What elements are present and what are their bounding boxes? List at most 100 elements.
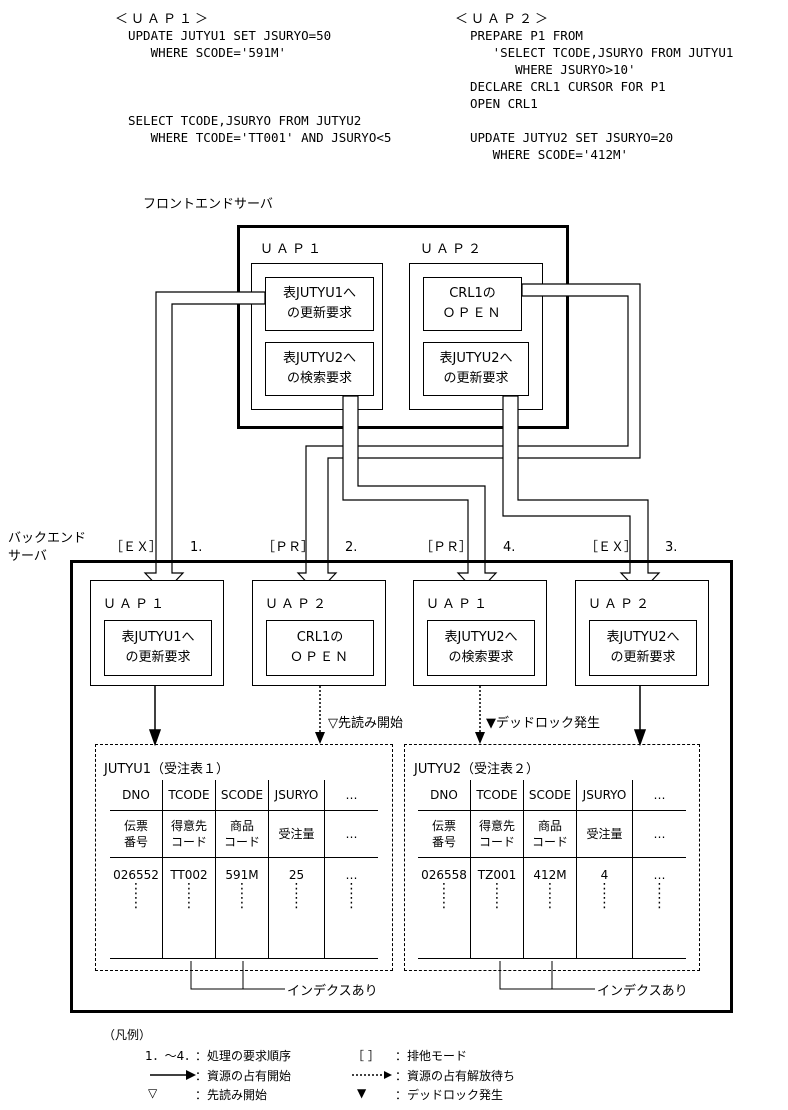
legend-filled-triangle-desc: ：デッドロック発生 [395,1088,504,1102]
jutyu1-jp-col-3: 受注量 [268,810,325,858]
jutyu2-jp-col-3-a: 受注量 [586,827,623,841]
uap1-sql-code: UPDATE JUTYU1 SET JSURYO=50 WHERE SCODE=… [128,27,391,146]
arrow-solid-left [148,729,162,747]
jutyu2-jp-col-2-b: コード [531,835,568,849]
backend-server-label-2: サーバ [8,549,47,564]
jutyu2-jp-col-1-a: 得意先 [478,819,515,833]
jutyu1-cell-tcode: TT002⋮⋮ [162,857,216,959]
deadlock-note: ▼デッドロック発生 [486,716,600,731]
legend-open-triangle-desc: ：先読み開始 [195,1088,268,1102]
frontend-uap2-label: ＵＡＰ２ [420,242,485,257]
prefetch-note: ▽先読み開始 [328,716,403,731]
slot2-order: 2. [345,540,358,555]
jutyu1-jp-col-2-b: コード [223,835,260,849]
backend-slot-4-req: 表JUTYU2へ の更新要求 [589,620,697,676]
uap1-sql-title: ＜ＵＡＰ１＞ [115,12,212,27]
legend-dotted-desc: ：資源の占有解放待ち [395,1069,516,1083]
slot4-order: 3. [665,540,678,555]
legend-open-triangle-icon: ▽ [148,1086,158,1100]
jutyu2-container [404,744,700,971]
backend-slot-3-req-line2: の検索要求 [448,650,514,665]
legend-title: （凡例） [103,1028,152,1042]
jutyu2-cell-jsuryo-value: 4 [600,868,609,882]
jutyu1-cell-jsuryo: 25⋮⋮ [268,857,325,959]
backend-slot-4-req-line1: 表JUTYU2へ [606,630,680,645]
backend-slot-3-req: 表JUTYU2へ の検索要求 [427,620,535,676]
frontend-req-update-jutyu1-line1: 表JUTYU1へ [282,286,357,301]
legend-bracket-key: ［ ］ [352,1049,380,1063]
jutyu2-jp-col-0-b: 番号 [431,835,456,849]
frontend-req-update-jutyu1-line2: の更新要求 [286,306,352,321]
backend-slot-2-req: CRL1の ＯＰＥＮ [266,620,374,676]
backend-slot-1-uap: ＵＡＰ１ [103,597,168,612]
backend-slot-4-req-line2: の更新要求 [610,650,676,665]
frontend-req-search-jutyu2: 表JUTYU2へ の検索要求 [265,342,374,396]
uap2-sql-line: WHERE SCODE='412M' [470,147,629,162]
frontend-uap1-label: ＵＡＰ１ [260,242,325,257]
backend-slot-2-req-line2: ＯＰＥＮ [289,650,350,665]
backend-slot-2-req-line1: CRL1の [296,630,344,645]
jutyu1-cell-more: …⋮⋮ [324,857,378,959]
jutyu1-col-scode: SCODE [215,780,269,811]
jutyu2-cell-tcode-value: TZ001 [477,868,517,882]
jutyu1-container [95,744,393,971]
slot1-order: 1. [190,540,203,555]
jutyu2-jp-col-1: 得意先コード [470,810,524,858]
jutyu2-jp-col-2: 商品コード [523,810,577,858]
jutyu1-cell-dno-value: 026552 [113,868,159,882]
legend-order-desc: ：処理の要求順序 [195,1049,292,1063]
backend-slot-4-uap: ＵＡＰ２ [588,597,653,612]
legend-bracket-desc: ：排他モード [395,1049,468,1063]
uap2-sql-line: DECLARE CRL1 CURSOR FOR P1 [470,79,666,94]
frontend-server-label: フロントエンドサーバ [143,197,273,212]
jutyu1-cell-scode: 591M⋮⋮ [215,857,269,959]
jutyu1-jp-col-4: … [324,810,378,858]
jutyu1-jp-col-0-a: 伝票 [123,819,148,833]
jutyu2-col-scode: SCODE [523,780,577,811]
legend-order-key: 1．～4． [145,1049,197,1063]
legend-filled-triangle-icon: ▼ [357,1086,367,1100]
backend-slot-2-uap: ＵＡＰ２ [265,597,330,612]
uap2-sql-line: PREPARE P1 FROM [470,28,583,43]
frontend-req-search-jutyu2-line1: 表JUTYU2へ [282,351,357,366]
jutyu1-jp-col-0-b: 番号 [123,835,148,849]
backend-slot-1-req-line2: の更新要求 [125,650,191,665]
index-note-1: インデクスあり [287,984,378,999]
jutyu2-cell-tcode: TZ001⋮⋮ [470,857,524,959]
jutyu1-jp-col-2: 商品コード [215,810,269,858]
slot2-mode: ［ＰＲ］ [262,540,315,555]
jutyu2-cell-jsuryo: 4⋮⋮ [576,857,633,959]
backend-slot-1-req-line1: 表JUTYU1へ [121,630,195,645]
jutyu2-jp-col-4-a: … [653,827,666,841]
frontend-req-update-jutyu2: 表JUTYU2へ の更新要求 [423,342,529,396]
jutyu1-cell-more-value: … [345,868,358,882]
jutyu1-col-more: … [324,780,378,811]
jutyu2-jp-col-0: 伝票番号 [418,810,471,858]
jutyu2-jp-col-3: 受注量 [576,810,633,858]
jutyu1-jp-col-1: 得意先コード [162,810,216,858]
uap2-sql-line: WHERE JSURYO>10' [470,62,636,77]
jutyu2-cell-more-value: … [653,868,666,882]
jutyu2-cell-scode-value: 412M [533,868,567,882]
frontend-req-update-jutyu2-line1: 表JUTYU2へ [439,351,513,366]
jutyu1-col-tcode: TCODE [162,780,216,811]
slot3-mode: ［ＰＲ］ [420,540,473,555]
uap1-sql-line: WHERE TCODE='TT001' AND JSURYO<5 [128,130,392,145]
arrow-solid-right [633,729,647,747]
jutyu2-col-more: … [632,780,686,811]
arrow-uap1-update-to-slot1 [143,291,266,594]
jutyu2-col-tcode: TCODE [470,780,524,811]
legend-solid-desc: ：資源の占有開始 [195,1069,292,1083]
frontend-req-open-crl1-line2: ＯＰＥＮ [442,306,503,321]
frontend-req-open-crl1-line1: CRL1の [449,286,496,301]
jutyu2-cell-scode: 412M⋮⋮ [523,857,577,959]
uap2-sql-line: UPDATE JUTYU2 SET JSURYO=20 [470,130,674,145]
backend-slot-1-req: 表JUTYU1へ の更新要求 [104,620,212,676]
jutyu1-col-jsuryo: JSURYO [268,780,325,811]
index-note-2: インデクスあり [597,984,688,999]
jutyu2-col-jsuryo: JSURYO [576,780,633,811]
slot4-mode: ［ＥＸ］ [585,540,638,555]
jutyu1-table: DNO TCODE SCODE JSURYO … 伝票番号 得意先コード 商品コ… [110,780,378,959]
jutyu2-jp-col-2-a: 商品 [537,819,562,833]
uap1-sql-line: UPDATE JUTYU1 SET JSURYO=50 [128,28,332,43]
